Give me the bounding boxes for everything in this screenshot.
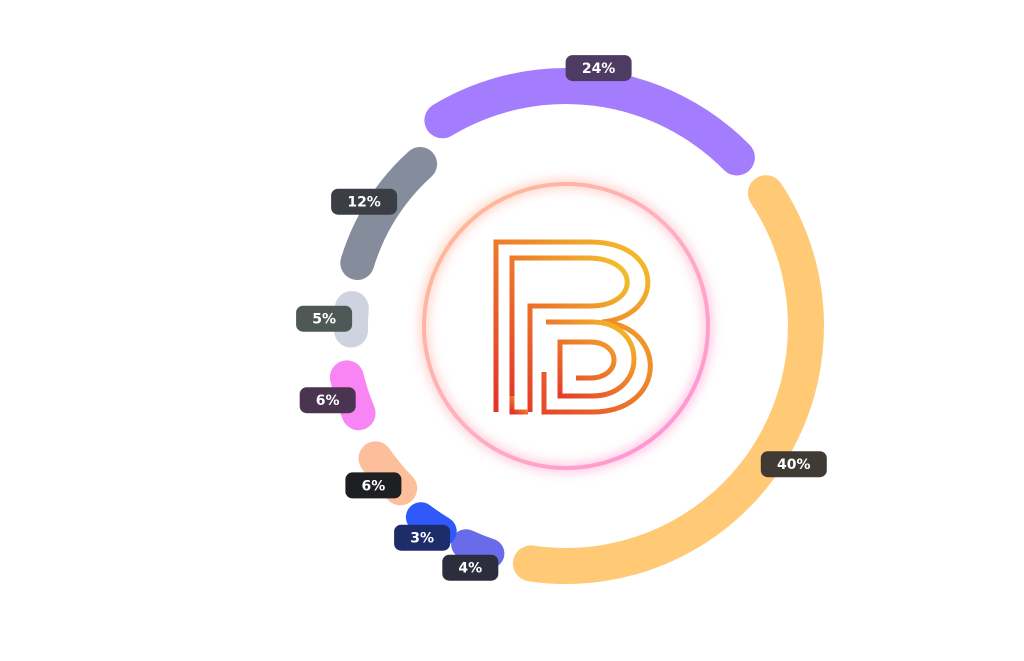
value-label-pill — [331, 188, 398, 215]
value-label-pill — [299, 387, 356, 414]
pie-segment-0 — [424, 68, 755, 176]
value-label-1: 40% — [760, 451, 827, 478]
value-label-text: 3% — [410, 531, 434, 547]
value-label-pill — [345, 472, 402, 499]
pie-segment-2 — [451, 529, 505, 569]
value-label-text: 12% — [347, 195, 381, 211]
value-label-4: 6% — [345, 472, 402, 499]
b-logo-icon — [419, 179, 713, 473]
value-label-pill — [565, 55, 632, 82]
value-label-3: 3% — [394, 524, 451, 551]
value-label-text: 6% — [316, 393, 340, 409]
value-label-text: 6% — [362, 478, 386, 494]
chart-segments — [329, 68, 824, 584]
value-label-text: 5% — [312, 312, 336, 328]
chart-labels: 24% 40% 4% 3% 6% 6% 5% 12% — [296, 55, 827, 581]
value-label-text: 4% — [458, 561, 482, 577]
value-label-2: 4% — [442, 554, 499, 581]
pie-segment-1 — [512, 175, 824, 584]
value-label-pill — [394, 524, 451, 551]
value-label-pill — [442, 554, 499, 581]
value-label-pill — [760, 451, 827, 478]
value-label-7: 12% — [331, 188, 398, 215]
value-label-text: 24% — [582, 61, 616, 77]
value-label-0: 24% — [565, 55, 632, 82]
value-label-5: 6% — [299, 387, 356, 414]
value-label-pill — [296, 305, 353, 332]
value-label-text: 40% — [777, 457, 811, 473]
value-label-6: 5% — [296, 305, 353, 332]
